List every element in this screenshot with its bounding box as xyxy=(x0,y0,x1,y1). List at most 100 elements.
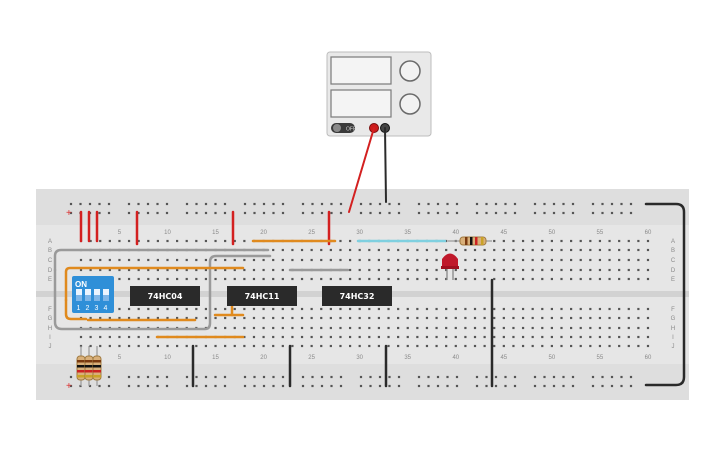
breadboard-hole[interactable] xyxy=(493,344,496,348)
breadboard-hole[interactable] xyxy=(166,344,169,348)
breadboard-hole[interactable] xyxy=(118,258,121,262)
resistor-2[interactable] xyxy=(84,346,94,386)
breadboard-hole[interactable] xyxy=(560,307,563,311)
rail-hole[interactable] xyxy=(455,202,459,206)
rail-hole[interactable] xyxy=(214,384,217,388)
breadboard-hole[interactable] xyxy=(195,277,198,281)
breadboard-hole[interactable] xyxy=(560,326,563,330)
rail-hole[interactable] xyxy=(69,384,73,388)
breadboard-hole[interactable] xyxy=(646,268,650,272)
breadboard-hole[interactable] xyxy=(397,248,400,252)
rail-hole[interactable] xyxy=(107,384,111,388)
rail-hole[interactable] xyxy=(475,202,479,206)
breadboard-hole[interactable] xyxy=(454,268,457,272)
breadboard-hole[interactable] xyxy=(589,326,592,330)
rail-hole[interactable] xyxy=(185,384,189,388)
breadboard-hole[interactable] xyxy=(502,307,505,311)
breadboard-hole[interactable] xyxy=(320,307,323,311)
rail-hole[interactable] xyxy=(204,384,208,388)
breadboard-hole[interactable] xyxy=(214,316,217,320)
breadboard-hole[interactable] xyxy=(147,335,150,339)
breadboard-hole[interactable] xyxy=(493,316,496,320)
breadboard-hole[interactable] xyxy=(348,277,352,281)
breadboard-hole[interactable] xyxy=(348,344,352,348)
breadboard-hole[interactable] xyxy=(185,239,188,243)
breadboard-hole[interactable] xyxy=(454,248,457,252)
breadboard-hole[interactable] xyxy=(397,316,400,320)
breadboard-hole[interactable] xyxy=(618,316,621,320)
breadboard-hole[interactable] xyxy=(541,239,544,243)
breadboard-hole[interactable] xyxy=(541,326,544,330)
breadboard-hole[interactable] xyxy=(618,277,621,281)
breadboard-hole[interactable] xyxy=(291,326,294,330)
breadboard-hole[interactable] xyxy=(233,316,236,320)
breadboard-hole[interactable] xyxy=(233,307,236,311)
rail-hole[interactable] xyxy=(610,375,614,379)
breadboard-hole[interactable] xyxy=(425,344,429,348)
breadboard-hole[interactable] xyxy=(272,268,275,272)
breadboard-hole[interactable] xyxy=(589,248,592,252)
breadboard-hole[interactable] xyxy=(637,248,640,252)
rail-hole[interactable] xyxy=(417,202,421,206)
breadboard-hole[interactable] xyxy=(397,307,400,311)
breadboard-hole[interactable] xyxy=(300,335,304,339)
breadboard-hole[interactable] xyxy=(214,258,217,262)
breadboard-hole[interactable] xyxy=(425,248,429,252)
breadboard-hole[interactable] xyxy=(521,307,525,311)
breadboard-hole[interactable] xyxy=(550,316,553,320)
breadboard-hole[interactable] xyxy=(646,248,650,252)
breadboard-hole[interactable] xyxy=(406,268,409,272)
breadboard-hole[interactable] xyxy=(272,248,275,252)
breadboard-hole[interactable] xyxy=(637,326,640,330)
rail-hole[interactable] xyxy=(436,211,440,215)
breadboard-hole[interactable] xyxy=(176,344,179,348)
breadboard-hole[interactable] xyxy=(137,239,140,243)
breadboard-hole[interactable] xyxy=(224,268,227,272)
rail-hole[interactable] xyxy=(301,211,305,215)
breadboard-hole[interactable] xyxy=(272,335,275,339)
breadboard-hole[interactable] xyxy=(320,316,323,320)
breadboard-hole[interactable] xyxy=(473,335,477,339)
breadboard-hole[interactable] xyxy=(368,326,371,330)
breadboard-hole[interactable] xyxy=(262,277,265,281)
breadboard-hole[interactable] xyxy=(493,248,496,252)
breadboard-hole[interactable] xyxy=(377,316,381,320)
breadboard-hole[interactable] xyxy=(204,268,208,272)
breadboard-hole[interactable] xyxy=(329,316,332,320)
breadboard-hole[interactable] xyxy=(195,258,198,262)
breadboard-hole[interactable] xyxy=(233,258,236,262)
breadboard-hole[interactable] xyxy=(272,326,275,330)
breadboard-hole[interactable] xyxy=(416,344,419,348)
rail-hole[interactable] xyxy=(311,202,314,206)
breadboard-hole[interactable] xyxy=(473,277,477,281)
breadboard-hole[interactable] xyxy=(310,258,313,262)
breadboard-hole[interactable] xyxy=(233,344,236,348)
breadboard-hole[interactable] xyxy=(425,326,429,330)
rail-hole[interactable] xyxy=(320,384,324,388)
chip-74hc11[interactable]: 74HC11 xyxy=(227,286,297,306)
breadboard-hole[interactable] xyxy=(464,277,467,281)
breadboard-hole[interactable] xyxy=(502,239,505,243)
rail-hole[interactable] xyxy=(533,375,537,379)
breadboard-hole[interactable] xyxy=(377,258,381,262)
breadboard-hole[interactable] xyxy=(339,344,342,348)
orange-wire-2[interactable] xyxy=(64,266,245,302)
breadboard-hole[interactable] xyxy=(310,316,313,320)
breadboard-hole[interactable] xyxy=(397,335,400,339)
breadboard-hole[interactable] xyxy=(416,316,419,320)
breadboard-hole[interactable] xyxy=(127,344,131,348)
breadboard-hole[interactable] xyxy=(445,268,448,272)
breadboard-hole[interactable] xyxy=(550,248,553,252)
rail-hole[interactable] xyxy=(427,211,430,215)
rail-hole[interactable] xyxy=(397,375,401,379)
rail-hole[interactable] xyxy=(262,384,266,388)
rail-hole[interactable] xyxy=(204,202,208,206)
rail-hole[interactable] xyxy=(137,384,140,388)
breadboard-hole[interactable] xyxy=(397,258,400,262)
rail-hole[interactable] xyxy=(562,202,565,206)
rail-hole[interactable] xyxy=(195,202,198,206)
rail-hole[interactable] xyxy=(552,202,556,206)
breadboard-hole[interactable] xyxy=(473,344,477,348)
